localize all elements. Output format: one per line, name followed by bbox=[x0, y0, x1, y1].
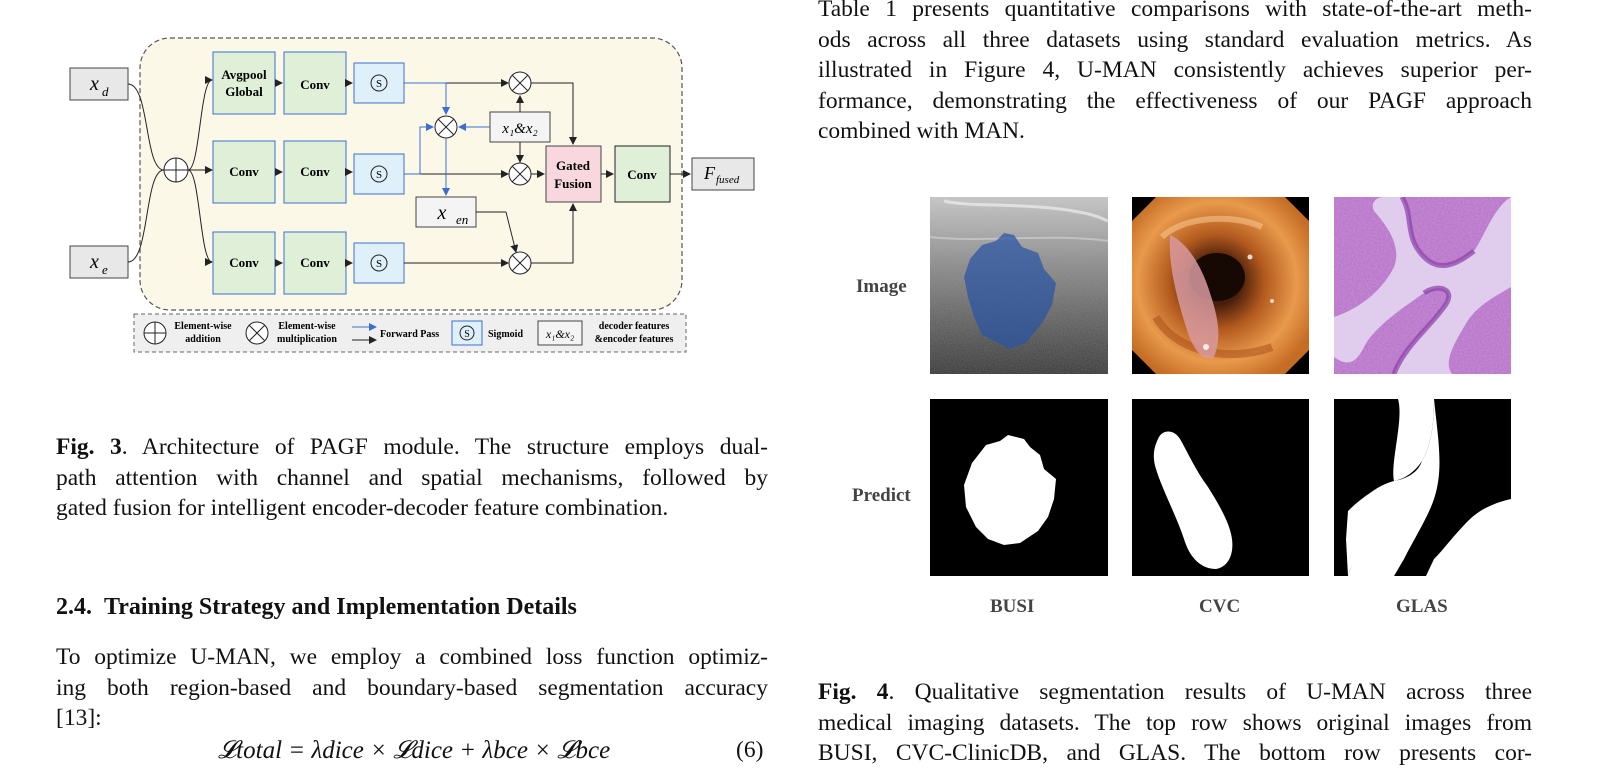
input-xd: x d bbox=[69, 67, 129, 101]
section-paragraph: To optimize U-MAN, we employ a combined … bbox=[56, 642, 768, 734]
sigmoid-block-r3: S bbox=[353, 242, 405, 284]
svg-text:decoder features: decoder features bbox=[599, 321, 670, 332]
svg-text:addition: addition bbox=[185, 334, 221, 345]
svg-text:x: x bbox=[89, 73, 99, 95]
figure3-label: Fig. 3 bbox=[56, 434, 122, 460]
svg-text:x: x bbox=[89, 251, 99, 273]
addition-legend-icon bbox=[143, 321, 167, 345]
svg-text:Gated: Gated bbox=[556, 158, 591, 173]
glas-prediction-mask bbox=[1334, 399, 1511, 576]
svg-text:d: d bbox=[102, 84, 109, 99]
svg-text:Fusion: Fusion bbox=[554, 176, 592, 191]
intro-paragraph: Table 1 presents quantitative comparison… bbox=[818, 0, 1532, 147]
multiply-node-mid-icon bbox=[508, 162, 532, 186]
multiply-node-top-icon bbox=[508, 71, 532, 95]
cvc-prediction-mask bbox=[1132, 399, 1309, 576]
conv-block-r1c2: Conv bbox=[283, 51, 347, 115]
section-heading: 2.4. Training Strategy and Implementatio… bbox=[56, 594, 577, 620]
svg-text:Conv: Conv bbox=[300, 77, 330, 92]
output-f-fused: F fused bbox=[691, 157, 755, 191]
col-label-cvc: CVC bbox=[1199, 596, 1241, 617]
figure4-label: Fig. 4 bbox=[818, 679, 889, 705]
col-label-busi: BUSI bbox=[990, 596, 1035, 617]
svg-text:Avgpool: Avgpool bbox=[221, 67, 267, 82]
svg-text:F: F bbox=[703, 163, 716, 183]
avgpool-global-block: Avgpool Global bbox=[212, 51, 276, 115]
svg-text:x: x bbox=[437, 202, 447, 224]
input-xe: x e bbox=[69, 245, 129, 279]
svg-text:e: e bbox=[102, 262, 108, 277]
svg-text:S: S bbox=[376, 78, 382, 90]
paragraph-line: formance, demonstrating the effectivenes… bbox=[818, 87, 1532, 114]
svg-text:Forward Pass: Forward Pass bbox=[380, 329, 439, 340]
paragraph-line: combined with MAN. bbox=[818, 118, 1025, 144]
svg-text:S: S bbox=[464, 329, 470, 340]
multiply-node-bottom-icon bbox=[508, 251, 532, 275]
svg-text:Global: Global bbox=[225, 84, 263, 99]
svg-text:Conv: Conv bbox=[229, 255, 259, 270]
svg-text:fused: fused bbox=[716, 174, 740, 186]
svg-text:Conv: Conv bbox=[627, 167, 657, 182]
pagf-architecture-diagram: x d x e Avgpool Global Conv S Conv Co bbox=[69, 37, 755, 353]
row-label-image: Image bbox=[856, 276, 907, 297]
svg-text:Element-wise: Element-wise bbox=[278, 321, 336, 332]
figure3-caption: Fig. 3. Architecture of PAGF module. The… bbox=[56, 432, 768, 524]
svg-text:x₁&x₂: x₁&x₂ bbox=[545, 327, 574, 341]
svg-text:Conv: Conv bbox=[229, 164, 259, 179]
conv-block-r3c1: Conv bbox=[212, 231, 276, 295]
busi-ultrasound-image bbox=[930, 197, 1108, 374]
paragraph-line: illustrated in Figure 4, U-MAN consisten… bbox=[818, 57, 1532, 83]
diagram-legend: Element-wise addition Element-wise multi… bbox=[133, 313, 687, 353]
addition-node-icon bbox=[163, 157, 189, 183]
multiply-legend-icon bbox=[245, 321, 269, 345]
busi-prediction-mask bbox=[930, 399, 1108, 576]
caption-line: BUSI, CVC-ClinicDB, and GLAS. The bottom… bbox=[818, 740, 1532, 766]
paragraph-line: Table 1 presents quantitative comparison… bbox=[818, 0, 1532, 22]
paragraph-line: To optimize U-MAN, we employ a combined … bbox=[56, 644, 768, 670]
x1-x2-features-block: x₁&x₂ bbox=[489, 111, 551, 143]
paragraph-line: [13]: bbox=[56, 705, 102, 731]
caption-line: Fig. 3. Architecture of PAGF module. The… bbox=[56, 434, 768, 460]
svg-text:en: en bbox=[456, 212, 468, 227]
cvc-endoscopy-image bbox=[1132, 197, 1309, 374]
caption-line: path attention with channel and spatial … bbox=[56, 464, 768, 491]
sigmoid-block-r2: S bbox=[353, 153, 405, 195]
conv-block-r3c2: Conv bbox=[283, 231, 347, 295]
output-conv-block: Conv bbox=[614, 145, 671, 203]
sigmoid-block-r1: S bbox=[353, 62, 405, 104]
caption-line: gated fusion for intelligent encoder-dec… bbox=[56, 495, 669, 521]
svg-text:S: S bbox=[376, 169, 382, 181]
x-en-block: x en bbox=[415, 196, 477, 228]
svg-text:Conv: Conv bbox=[300, 255, 330, 270]
loss-equation: 𝓛total = λdice × 𝓛dice + λbce × 𝓛bce bbox=[218, 737, 611, 764]
figure4-caption: Fig. 4. Qualitative segmentation results… bbox=[818, 677, 1532, 769]
multiply-node-center-icon bbox=[434, 115, 458, 139]
conv-block-r2c2: Conv bbox=[283, 140, 347, 204]
svg-text:&encoder features: &encoder features bbox=[595, 334, 674, 345]
svg-text:x₁&x₂: x₁&x₂ bbox=[501, 121, 537, 137]
svg-text:Element-wise: Element-wise bbox=[174, 321, 232, 332]
caption-line: medical imaging datasets. The top row sh… bbox=[818, 709, 1532, 736]
caption-line: Fig. 4. Qualitative segmentation results… bbox=[818, 679, 1532, 705]
glas-histology-image bbox=[1334, 197, 1511, 374]
svg-text:multiplication: multiplication bbox=[277, 334, 337, 345]
equation-number: (6) bbox=[736, 737, 764, 763]
col-label-glas: GLAS bbox=[1396, 596, 1448, 617]
paragraph-line: ing both region-based and boundary-based… bbox=[56, 674, 768, 701]
svg-text:S: S bbox=[376, 258, 382, 270]
conv-block-r2c1: Conv bbox=[212, 140, 276, 204]
paragraph-line: ods across all three datasets using stan… bbox=[818, 26, 1532, 53]
row-label-predict: Predict bbox=[852, 485, 911, 506]
svg-text:Conv: Conv bbox=[300, 164, 330, 179]
svg-text:Sigmoid: Sigmoid bbox=[488, 329, 523, 340]
gated-fusion-block: Gated Fusion bbox=[545, 145, 602, 203]
